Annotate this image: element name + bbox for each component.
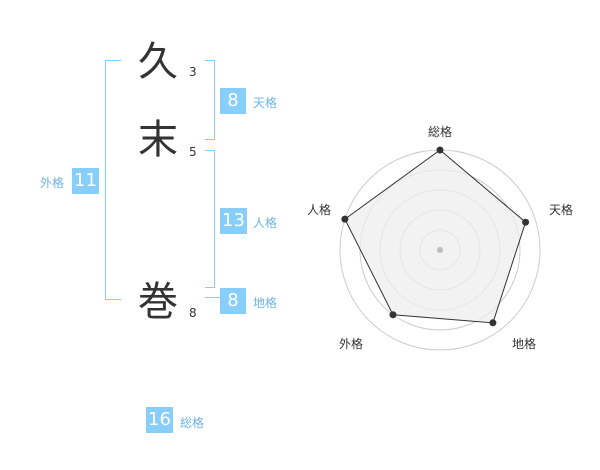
tenkaku-bracket bbox=[205, 60, 215, 140]
radar-ring bbox=[399, 209, 481, 291]
jinkaku-label: 人格 bbox=[253, 216, 278, 230]
chikaku-value: 8 bbox=[220, 288, 246, 314]
name-char-3: 巻 bbox=[138, 279, 178, 325]
tenkaku-value: 8 bbox=[220, 88, 246, 114]
chikaku-connector bbox=[205, 297, 221, 298]
radar-label-gaikaku: 外格 bbox=[338, 337, 363, 351]
radar-ring bbox=[339, 149, 541, 351]
name-char-2: 末 bbox=[138, 117, 178, 163]
radar-label-jinkaku: 人格 bbox=[306, 203, 331, 217]
jinkaku-bracket bbox=[205, 150, 215, 288]
radar-series-polygon bbox=[344, 149, 527, 324]
stroke-count-2: 5 bbox=[189, 145, 197, 159]
radar-ring bbox=[379, 189, 501, 311]
gaikaku-bracket bbox=[105, 60, 121, 300]
radar-center-dot bbox=[437, 247, 443, 253]
gaikaku-value: 11 bbox=[72, 168, 99, 194]
radar-point-3 bbox=[389, 311, 397, 319]
stroke-count-3: 8 bbox=[189, 306, 197, 320]
name-char-1: 久 bbox=[138, 39, 178, 85]
gaikaku-label: 外格 bbox=[40, 176, 65, 190]
radar-ring bbox=[359, 169, 521, 331]
radar-point-4 bbox=[341, 215, 349, 223]
radar-point-1 bbox=[522, 218, 530, 226]
radar-ring bbox=[419, 229, 461, 271]
soukaku-value: 16 bbox=[146, 407, 173, 433]
jinkaku-value: 13 bbox=[220, 208, 247, 234]
radar-point-0 bbox=[436, 146, 444, 154]
radar-label-tenkaku: 天格 bbox=[548, 203, 573, 217]
chikaku-label: 地格 bbox=[253, 296, 278, 310]
radar-point-2 bbox=[489, 319, 497, 327]
tenkaku-label: 天格 bbox=[253, 96, 278, 110]
soukaku-label: 総格 bbox=[180, 416, 205, 430]
stroke-count-1: 3 bbox=[189, 65, 197, 79]
radar-label-soukaku: 総格 bbox=[427, 125, 452, 139]
radar-label-chikaku: 地格 bbox=[511, 337, 536, 351]
